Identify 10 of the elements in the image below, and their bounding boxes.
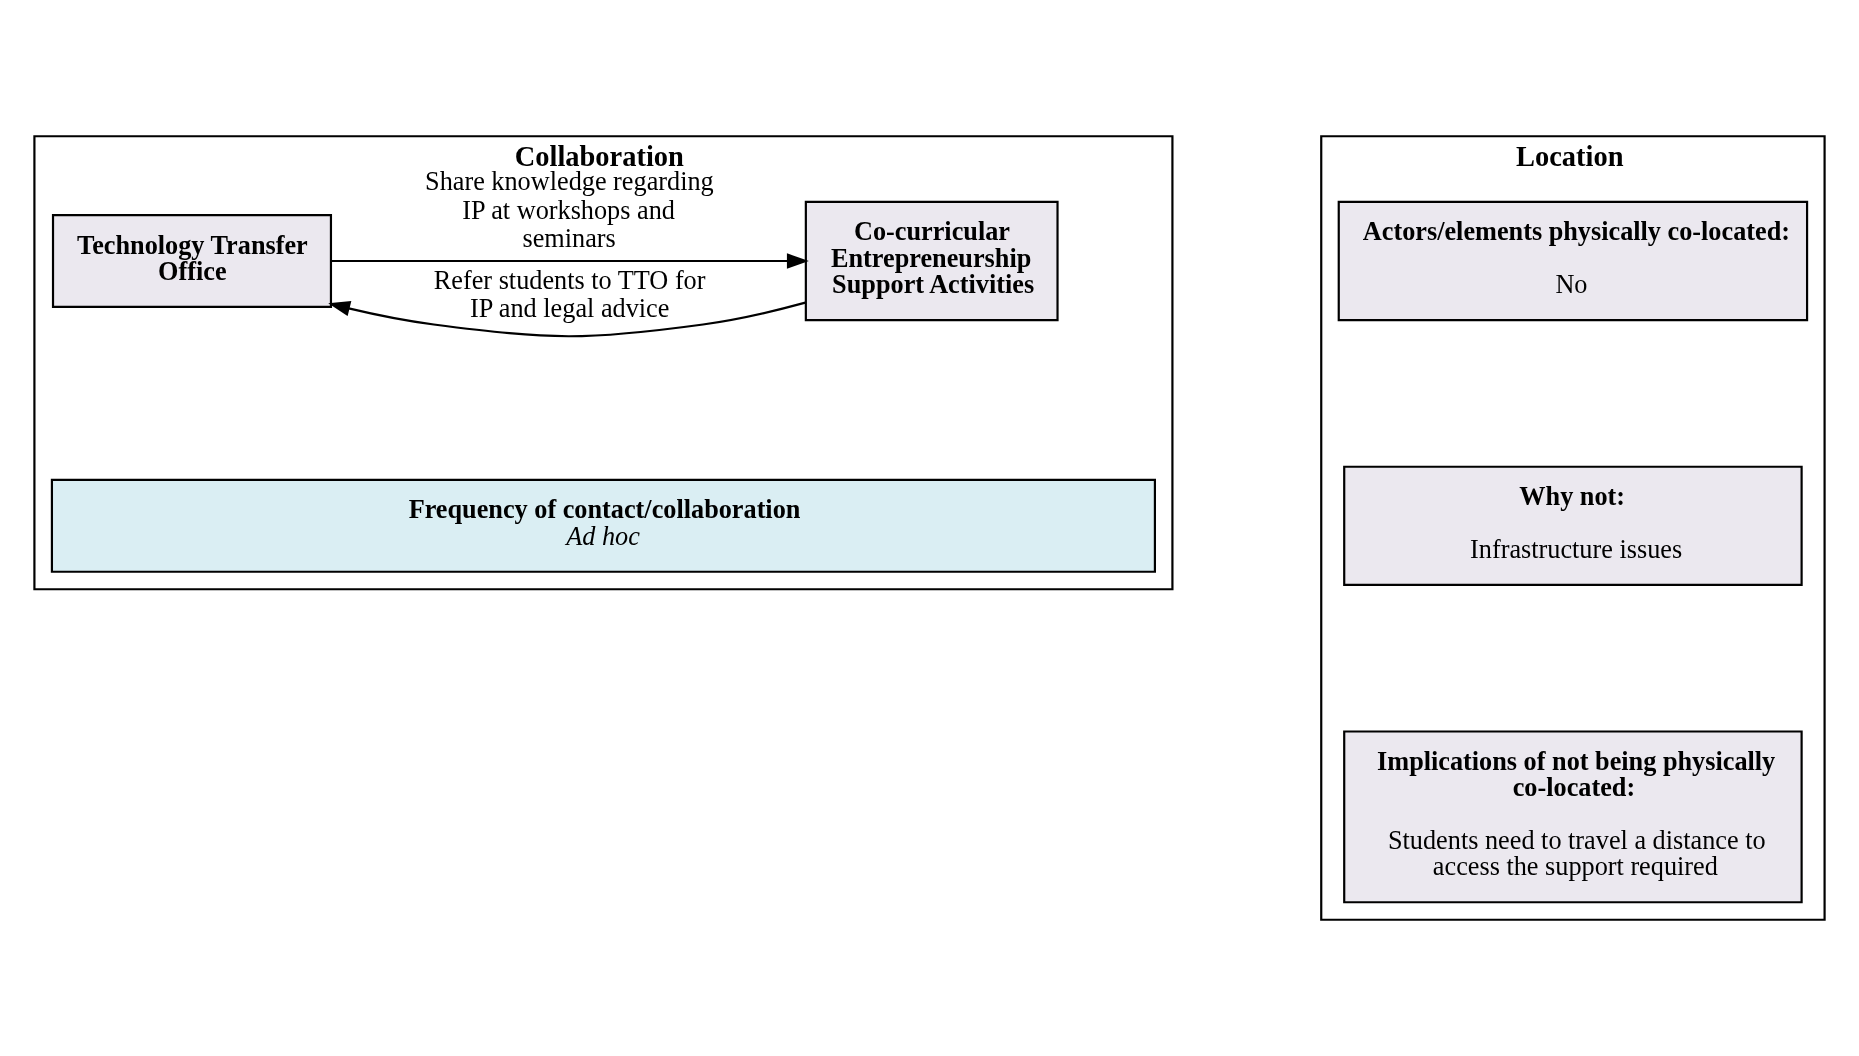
arrow bbox=[328, 301, 806, 338]
node-box: Why not: Infrastructure issues bbox=[1343, 465, 1803, 586]
node-box: Co-curricular Entrepreneurship Support Activities bbox=[804, 200, 1059, 322]
node-box: Actors/elements physically co-located: No bbox=[1337, 200, 1809, 322]
node-box: Technology Transfer Office bbox=[51, 213, 333, 309]
edge-label: Refer students to TTO for IP and legal advice bbox=[433, 265, 706, 324]
node-box: Implications of not being physically co-located: Students need to travel a distance to access the support required bbox=[1343, 730, 1803, 904]
node-box: Frequency of contact/collaboration Ad hoc bbox=[50, 478, 1156, 573]
edge-label: Share knowledge regarding IP at workshops and seminars bbox=[425, 167, 714, 253]
arrow bbox=[331, 253, 809, 269]
